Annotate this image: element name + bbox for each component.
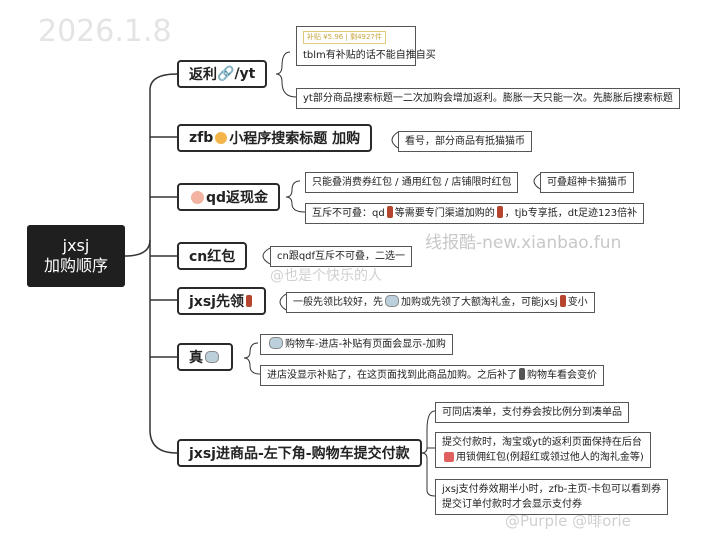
- leaf-text: 进店没显示补贴了，在这页面找到此商品加购。之后补了: [267, 370, 517, 381]
- leaf-text: 提交订单付款时才会显示支付券: [442, 499, 582, 510]
- leaf-cn: cn跟qdf互斥不可叠，二选一: [270, 246, 413, 267]
- leaf-text: 等需要专门渠道加购的: [394, 208, 495, 219]
- leaf-text: tblm有补贴的话不能自推自买: [303, 50, 436, 61]
- branch-suffix: 小程序搜索标题 加购: [229, 131, 361, 147]
- branch-cn: cn红包: [177, 242, 248, 270]
- center-line1: jxsj: [62, 236, 90, 255]
- date-watermark: 2026.1.8: [38, 14, 172, 49]
- leaf-qd-stack: 只能叠消费券红包 / 通用红包 / 店铺限时红包: [305, 172, 519, 193]
- leaf-text: 购物车-进店-补贴有页面会显示-加购: [285, 339, 446, 350]
- leaf-combine-order: 可同店凑单，支付券会按比例分到凑单品: [435, 402, 629, 423]
- peach-icon: [191, 190, 204, 204]
- phone-icon: [519, 368, 525, 380]
- cat-icon: [215, 132, 228, 144]
- leaf-text: 一般先领比较好，先: [293, 297, 383, 308]
- branch-label: jxsj先领: [189, 294, 244, 310]
- leaf-zhen-cart: 购物车-进店-补贴有页面会显示-加购: [260, 334, 453, 355]
- branch-label: qd返现金: [206, 190, 269, 206]
- leaf-qd-exclusive: 互斥不可叠：qd 等需要专门渠道加购的 ，tjb专享抵，dt足迹123倍补: [305, 203, 645, 224]
- leaf-text: 提交付款时，淘宝或yt的返利页面保持在后台: [442, 437, 642, 448]
- branch-label: cn红包: [189, 249, 236, 265]
- leaf-tblm: 补贴 ¥5.96 | 剩4927件 tblm有补贴的话不能自推自买: [296, 26, 436, 66]
- red-envelope-icon: [245, 295, 252, 307]
- tv-icon: [269, 337, 283, 349]
- leaf-text: jxsj支付券效期半小时，zfb-主页-卡包可以看到券: [442, 484, 662, 495]
- center-line2: 加购顺序: [43, 256, 108, 275]
- branch-fanli-yt: 返利🔗/yt: [177, 60, 268, 88]
- red-envelope-icon: [559, 295, 566, 307]
- tv-icon: [385, 295, 399, 307]
- link-icon: 🔗: [217, 66, 235, 82]
- site-watermark: 线报酷-new.xianbao.fun: [425, 233, 622, 253]
- leaf-zfb: 看号，部分商品有抵猫猫币: [398, 131, 532, 152]
- leaf-payment-voucher: jxsj支付券效期半小时，zfb-主页-卡包可以看到券提交订单付款时才会显示支付…: [435, 479, 669, 515]
- leaf-zhen-store: 进店没显示补贴了，在这页面找到此商品加购。之后补了购物车看会变价: [260, 365, 604, 386]
- leaf-jxsj-first: 一般先领比较好，先 加购或先领了大额淘礼金，可能jxsj 变小: [286, 292, 595, 313]
- branch-qd: qd返现金: [177, 183, 281, 211]
- branch-suffix: /yt: [234, 66, 256, 82]
- branch-zfb: zfb 小程序搜索标题 加购: [177, 124, 373, 152]
- branch-label: 真: [189, 350, 203, 366]
- leaf-background-page: 提交付款时，淘宝或yt的返利页面保持在后台用锁佣红包(例超红或领过他人的淘礼金等…: [435, 432, 651, 468]
- central-node: jxsj 加购顺序: [27, 225, 125, 287]
- red-envelope-icon: [386, 206, 393, 218]
- leaf-qd-super: 可叠超神卡猫猫币: [540, 172, 634, 193]
- lock-icon: [444, 452, 454, 462]
- branch-label: jxsj进商品-左下角-购物车提交付款: [189, 446, 410, 462]
- leaf-yt: yt部分商品搜索标题一二次加购会增加返利。膨胀一天只能一次。先膨胀后搜索标题: [296, 88, 680, 109]
- branch-jxsj-checkout: jxsj进商品-左下角-购物车提交付款: [177, 439, 422, 467]
- subsidy-badge: 补贴 ¥5.96 | 剩4927件: [303, 31, 386, 44]
- leaf-text: ，tjb专享抵，dt足迹123倍补: [504, 208, 638, 219]
- leaf-text: 购物车看会变价: [527, 370, 597, 381]
- leaf-text: 互斥不可叠：qd: [312, 208, 385, 219]
- branch-zhen: 真: [177, 343, 233, 371]
- branch-jxsj-first: jxsj先领: [177, 287, 266, 315]
- user-watermark-2: @Purple @啡orie: [505, 512, 631, 530]
- red-envelope-icon: [496, 206, 503, 218]
- leaf-text: 变小: [567, 297, 588, 308]
- leaf-text: 用锁佣红包(例超红或领过他人的淘礼金等): [456, 452, 644, 463]
- tv-icon: [205, 351, 219, 363]
- leaf-text: 加购或先领了大额淘礼金，可能jxsj: [401, 297, 558, 308]
- user-watermark: @也是个快乐的人: [270, 268, 382, 284]
- branch-label: 返利: [189, 67, 217, 83]
- branch-label: zfb: [189, 130, 214, 146]
